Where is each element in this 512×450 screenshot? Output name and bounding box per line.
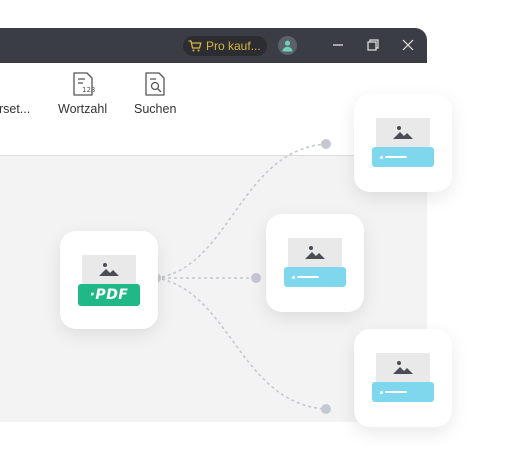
- cart-icon: [188, 39, 202, 53]
- image-icon: [393, 126, 413, 139]
- output-document-thumbnail: [288, 238, 342, 270]
- minimize-icon: [333, 44, 343, 46]
- translate-tool-label: erset...: [0, 102, 31, 116]
- connector-top-node: [321, 139, 331, 149]
- output-card-bottom: [354, 329, 452, 427]
- output-document-thumbnail: [376, 353, 430, 385]
- output-format-badge: [372, 382, 434, 402]
- search-tool-label: Suchen: [134, 102, 177, 116]
- output-card-middle: [266, 214, 364, 312]
- restore-icon: [367, 39, 379, 51]
- pdf-source-card: ·PDF: [60, 231, 158, 329]
- connector-middle-node: [251, 273, 261, 283]
- translate-tool-button[interactable]: erset...: [0, 71, 30, 116]
- connector-bottom-node: [321, 404, 331, 414]
- search-document-icon: [142, 71, 168, 97]
- user-icon: [282, 40, 293, 52]
- connector-bottom: [155, 277, 327, 410]
- image-icon: [99, 263, 119, 276]
- word-count-icon: 123: [70, 71, 96, 97]
- output-format-badge: [284, 267, 346, 287]
- close-icon: [402, 39, 414, 51]
- word-count-tool-label: Wortzahl: [58, 102, 108, 116]
- buy-pro-button[interactable]: Pro kauf...: [183, 36, 267, 56]
- output-format-badge: [372, 147, 434, 167]
- image-icon: [393, 361, 413, 374]
- pdf-badge: ·PDF: [78, 284, 140, 306]
- user-avatar-button[interactable]: [278, 36, 297, 55]
- restore-button[interactable]: [362, 34, 384, 56]
- image-icon: [305, 246, 325, 259]
- buy-pro-label: Pro kauf...: [206, 39, 261, 53]
- minimize-button[interactable]: [327, 34, 349, 56]
- output-document-thumbnail: [376, 118, 430, 150]
- output-card-top: [354, 94, 452, 192]
- connector-top: [155, 143, 327, 279]
- title-bar: Pro kauf...: [0, 28, 427, 63]
- pdf-document-thumbnail: [82, 255, 136, 287]
- word-count-tool-button[interactable]: 123 Wortzahl: [58, 71, 107, 116]
- close-button[interactable]: [397, 34, 419, 56]
- search-tool-button[interactable]: Suchen: [134, 71, 176, 116]
- svg-text:123: 123: [82, 86, 95, 94]
